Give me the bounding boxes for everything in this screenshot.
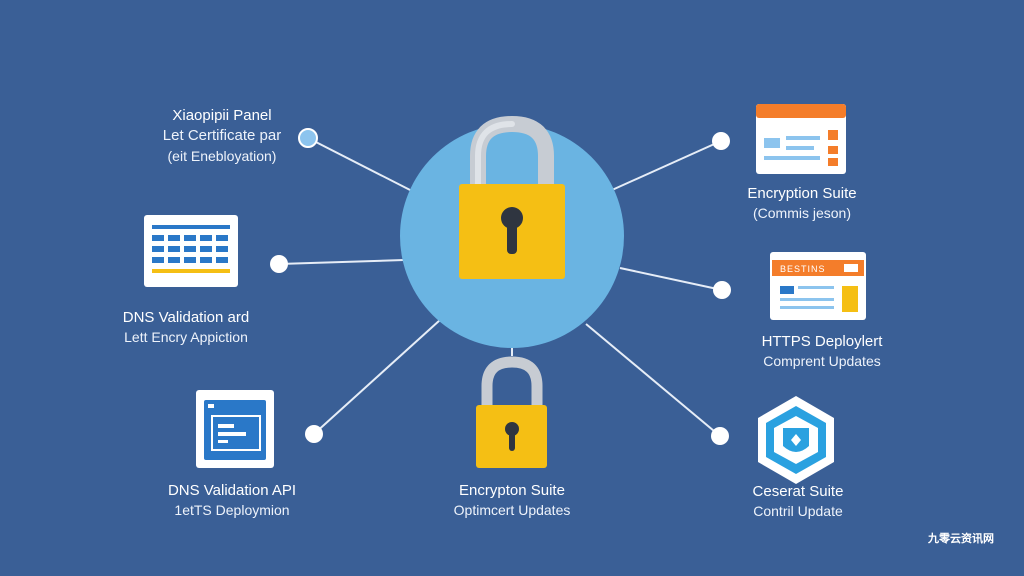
connectors xyxy=(278,137,723,437)
endpoint-dot-mid-left xyxy=(270,255,288,273)
connector-top-left xyxy=(307,137,415,193)
https-card-icon: BESTINS xyxy=(770,252,866,320)
browser-window-icon xyxy=(196,390,274,468)
calendar-grid-icon xyxy=(144,215,238,287)
shield-badge-icon xyxy=(758,396,834,484)
node-label-bottom-center: Encrypton Suite Optimcert Updates xyxy=(453,482,571,519)
padlock-icon xyxy=(476,356,547,468)
endpoint-dot-mid-right xyxy=(713,281,731,299)
node-label-mid-right: HTTPS Deploylert Comprent Updates xyxy=(761,333,883,370)
padlock-icon xyxy=(459,115,565,279)
node-label-top-right: Encryption Suite (Commis jeson) xyxy=(747,185,857,222)
https-card-banner: BESTINS xyxy=(780,264,826,274)
endpoint-dot-bottom-left xyxy=(305,425,323,443)
connector-bottom-right xyxy=(585,323,721,437)
node-label-top-left: Xiaopipii Panel Let Certificate par (eit… xyxy=(162,107,282,164)
connector-bottom-left xyxy=(313,319,441,435)
dashboard-card-icon xyxy=(756,104,846,174)
connector-mid-right xyxy=(619,267,723,291)
endpoint-dot-top-right xyxy=(712,132,730,150)
node-label-bottom-left: DNS Validation API 1etTS Deploymion xyxy=(167,482,297,519)
endpoint-dot-top-left xyxy=(298,128,318,148)
connector-mid-left xyxy=(278,259,405,265)
node-label-mid-left: DNS Validation ard Lett Encry Appiction xyxy=(122,309,250,346)
connector-top-right xyxy=(611,140,722,191)
endpoint-dot-bottom-right xyxy=(711,427,729,445)
watermark: 九零云资讯网 xyxy=(928,532,994,545)
node-label-bottom-right: Ceserat Suite Contril Update xyxy=(752,483,844,520)
